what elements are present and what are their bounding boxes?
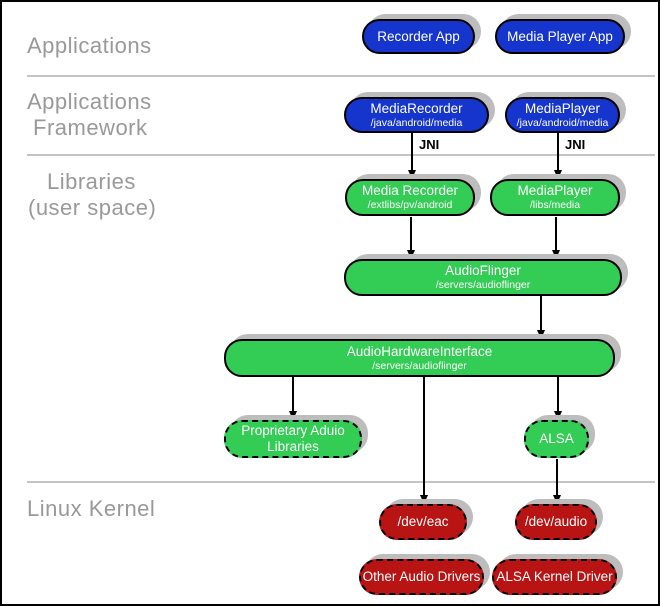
edge-jni-left-line <box>411 133 413 171</box>
layer-label-applications: Applications <box>27 33 152 58</box>
edge-jni-left-label: JNI <box>419 137 440 152</box>
node-sublabel: /servers/audioflinger <box>435 279 531 292</box>
node-mediaplayer-lib: MediaPlayer /libs/media <box>490 179 620 216</box>
node-sublabel: /servers/audioflinger <box>372 359 467 372</box>
node-recorder-app: Recorder App <box>362 19 475 54</box>
edge-jni-right-line <box>557 133 559 171</box>
node-label: MediaPlayer <box>517 183 593 199</box>
node-alsa: ALSA <box>524 420 589 458</box>
layer-label-framework-line1: Applications <box>27 89 152 114</box>
divider-applications-framework <box>27 75 655 77</box>
node-label: Media Player App <box>507 28 613 44</box>
node-label: ALSA <box>539 431 574 447</box>
node-label: MediaPlayer <box>524 100 601 116</box>
node-media-player-app: Media Player App <box>495 19 625 54</box>
edge-ahi-to-proprietary-line <box>292 377 294 412</box>
edge-alsa-to-dev-audio-line <box>556 459 558 496</box>
node-label: MediaRecorder <box>370 100 463 116</box>
edge-jni-left-arrowhead <box>408 170 416 179</box>
edge-ahi-to-dev-eac-arrowhead <box>420 495 428 504</box>
node-label: Media Recorder <box>361 183 459 199</box>
edge-alsa-to-dev-audio-arrowhead <box>553 495 561 504</box>
layer-label-linux-kernel: Linux Kernel <box>27 496 156 521</box>
edge-audioflinger-to-ahi-arrowhead <box>537 330 545 339</box>
node-other-audio-drivers: Other Audio Drivers <box>359 559 484 595</box>
node-alsa-kernel-driver: ALSA Kernel Driver <box>492 559 617 595</box>
edge-jni-right-label: JNI <box>565 137 586 152</box>
node-mediaplayer-framework: MediaPlayer /java/android/media <box>505 97 620 133</box>
node-dev-eac: /dev/eac <box>379 504 467 540</box>
node-label: AudioHardwareInterface <box>346 343 493 359</box>
layer-label-framework-line2: Framework <box>33 115 148 140</box>
node-label-line2: Libraries <box>267 439 319 454</box>
node-proprietary-audio-libraries: Proprietary Aduio Libraries <box>224 420 362 458</box>
node-mediarecorder-framework: MediaRecorder /java/android/media <box>344 97 489 133</box>
edge-ahi-to-alsa-line <box>557 377 559 412</box>
edge-audioflinger-to-ahi-line <box>540 296 542 330</box>
edge-mediarecorder-to-audioflinger-line <box>410 217 412 251</box>
edge-ahi-to-alsa-arrowhead <box>554 411 562 420</box>
node-label: AudioFlinger <box>445 263 521 279</box>
node-label: Proprietary Aduio <box>241 423 345 439</box>
edge-mediaplayer-to-audioflinger-arrowhead <box>552 250 560 259</box>
node-label: /dev/eac <box>397 514 449 530</box>
node-sublabel: /libs/media <box>529 199 581 212</box>
node-label: /dev/audio <box>524 514 588 530</box>
node-audioflinger: AudioFlinger /servers/audioflinger <box>344 259 622 296</box>
divider-framework-libraries <box>27 154 655 156</box>
node-sublabel: /java/android/media <box>516 116 609 129</box>
edge-jni-right-arrowhead <box>554 170 562 179</box>
divider-libraries-kernel <box>27 481 655 483</box>
node-sublabel: /java/android/media <box>370 116 463 129</box>
node-sublabel: /extlibs/pv/android <box>367 199 453 212</box>
edge-ahi-to-dev-eac-line <box>423 377 425 496</box>
edge-mediaplayer-to-audioflinger-line <box>555 217 557 251</box>
edge-ahi-to-proprietary-arrowhead <box>289 411 297 420</box>
layer-label-libraries-line2: (user space) <box>28 195 157 220</box>
node-audiohardwareinterface: AudioHardwareInterface /servers/audiofli… <box>224 339 615 377</box>
node-label: ALSA Kernel Driver <box>496 569 613 585</box>
edge-mediarecorder-to-audioflinger-arrowhead <box>407 250 415 259</box>
node-dev-audio: /dev/audio <box>515 504 597 540</box>
node-label: Other Audio Drivers <box>362 569 481 585</box>
layer-label-libraries-line1: Libraries <box>47 169 136 194</box>
node-media-recorder-lib: Media Recorder /extlibs/pv/android <box>345 179 475 216</box>
node-label: Recorder App <box>377 28 460 44</box>
